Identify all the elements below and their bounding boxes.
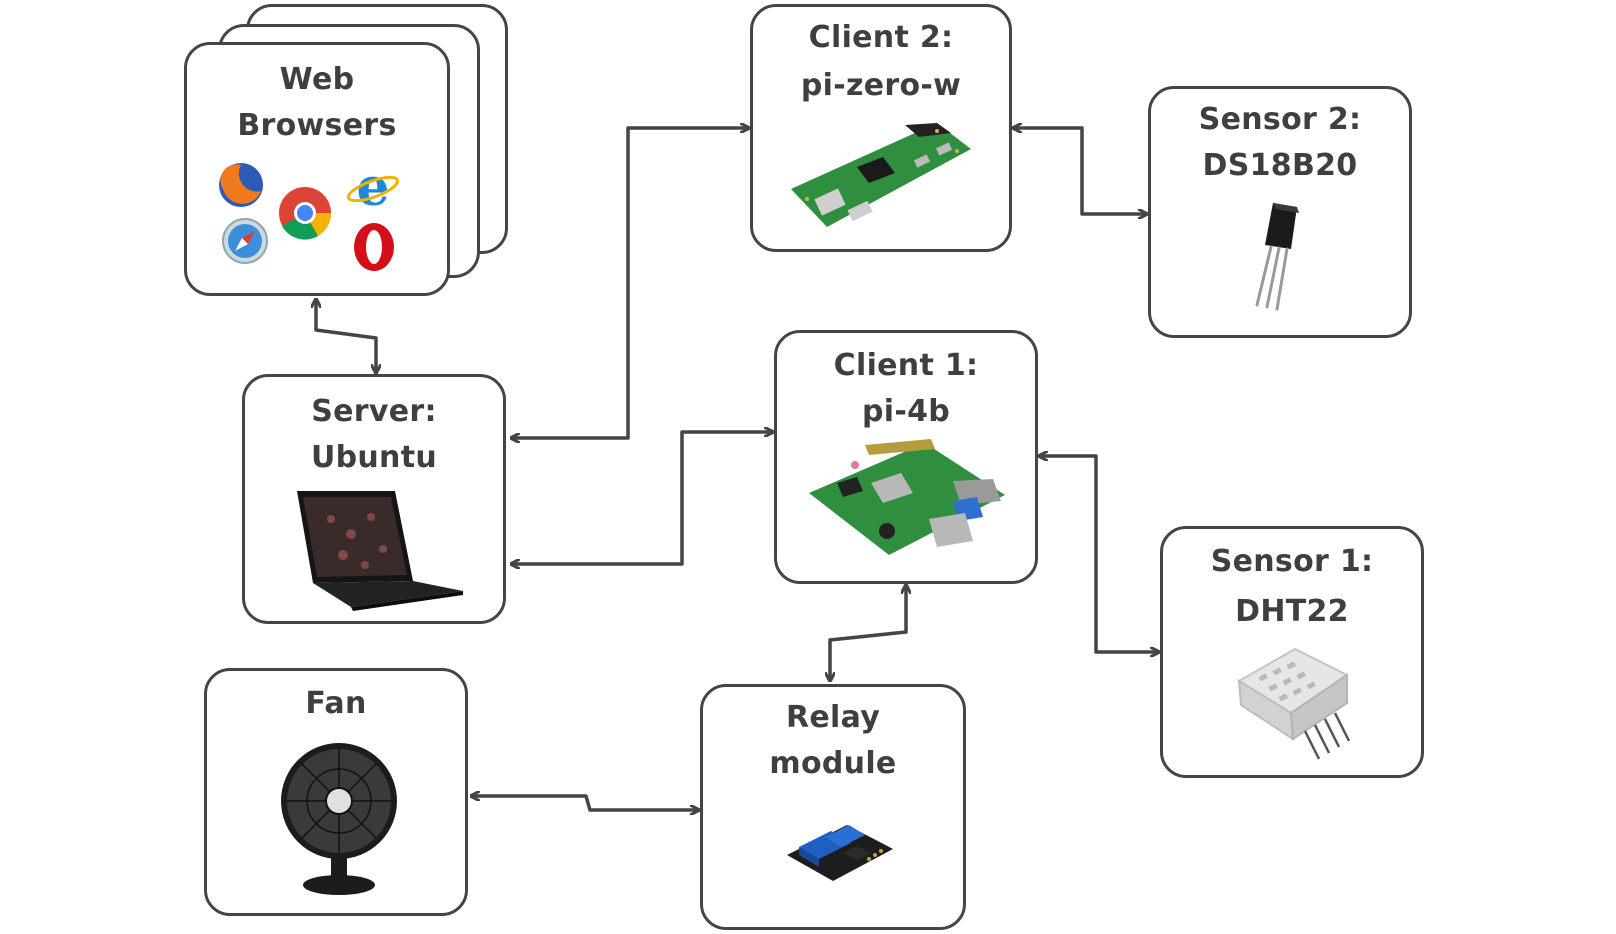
fan-label-line1: Fan (305, 686, 367, 721)
relay-label-line2: module (769, 746, 897, 781)
arrow-client2-sensor2 (1014, 128, 1146, 214)
raspberry-pi-4-image (809, 439, 1005, 555)
client1-node: Client 1: pi-4b (774, 330, 1038, 584)
raspberry-pi-zero-image (791, 123, 971, 227)
sensor2-label-line1: Sensor 2: (1198, 102, 1362, 137)
client2-node: Client 2: pi-zero-w (750, 4, 1012, 252)
browsers-label-line1: Web (279, 62, 355, 97)
arrow-server-client2 (512, 128, 748, 438)
server-node: Server: Ubuntu (242, 374, 506, 624)
svg-text:e: e (356, 161, 389, 218)
client2-label-line1: Client 2: (808, 20, 954, 55)
sensor2-label-line2: DS18B20 (1202, 148, 1358, 183)
client1-label-line1: Client 1: (833, 348, 979, 383)
arrow-browsers-server (316, 300, 376, 372)
sensor1-node: Sensor 1: DHT22 (1160, 526, 1424, 778)
fan-node: Fan (204, 668, 468, 916)
arrow-client1-sensor1 (1040, 456, 1158, 652)
opera-icon (354, 223, 394, 271)
server-label-line1: Server: (311, 394, 437, 429)
relay-node: Relay module (700, 684, 966, 930)
arrow-client1-relay (830, 586, 906, 680)
arrow-server-client1 (512, 432, 772, 564)
ds18b20-image (1255, 203, 1299, 311)
relay-image (787, 825, 893, 881)
sensor1-label-line2: DHT22 (1235, 594, 1349, 629)
safari-icon (222, 218, 268, 264)
laptop-image (297, 491, 463, 611)
sensor1-label-line1: Sensor 1: (1210, 544, 1374, 579)
sensor2-node: Sensor 2: DS18B20 (1148, 86, 1412, 338)
dht22-image (1237, 647, 1351, 760)
server-label-line2: Ubuntu (310, 440, 438, 475)
fan-image (281, 743, 397, 895)
relay-label-line1: Relay (785, 700, 881, 735)
browsers-label-line2: Browsers (237, 108, 397, 143)
browsers-node: Web Browsers e (184, 42, 450, 296)
chrome-icon (279, 187, 332, 240)
internet-explorer-icon: e (346, 161, 400, 218)
arrow-fan-relay (472, 796, 698, 810)
client2-label-line2: pi-zero-w (800, 68, 962, 103)
client1-label-line2: pi-4b (861, 394, 951, 429)
firefox-icon (219, 163, 263, 207)
